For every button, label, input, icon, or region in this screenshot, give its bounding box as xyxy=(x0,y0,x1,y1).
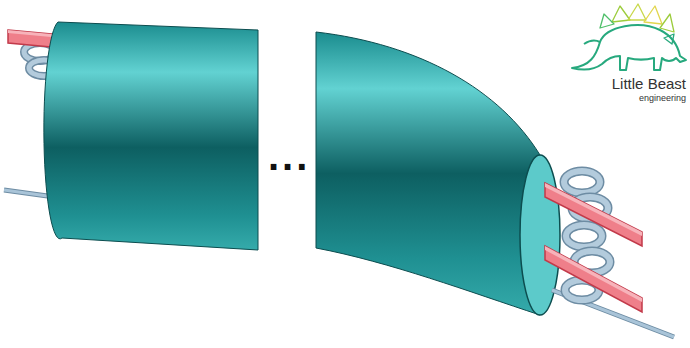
break-ellipsis: ... xyxy=(268,134,310,178)
cylinder-right xyxy=(316,32,540,315)
logo-dinosaur xyxy=(572,4,686,70)
cylinder-left xyxy=(44,22,258,250)
logo-name: Little Beast xyxy=(612,76,686,93)
logo-subtitle: engineering xyxy=(639,94,686,104)
right-red-bars xyxy=(545,183,642,312)
